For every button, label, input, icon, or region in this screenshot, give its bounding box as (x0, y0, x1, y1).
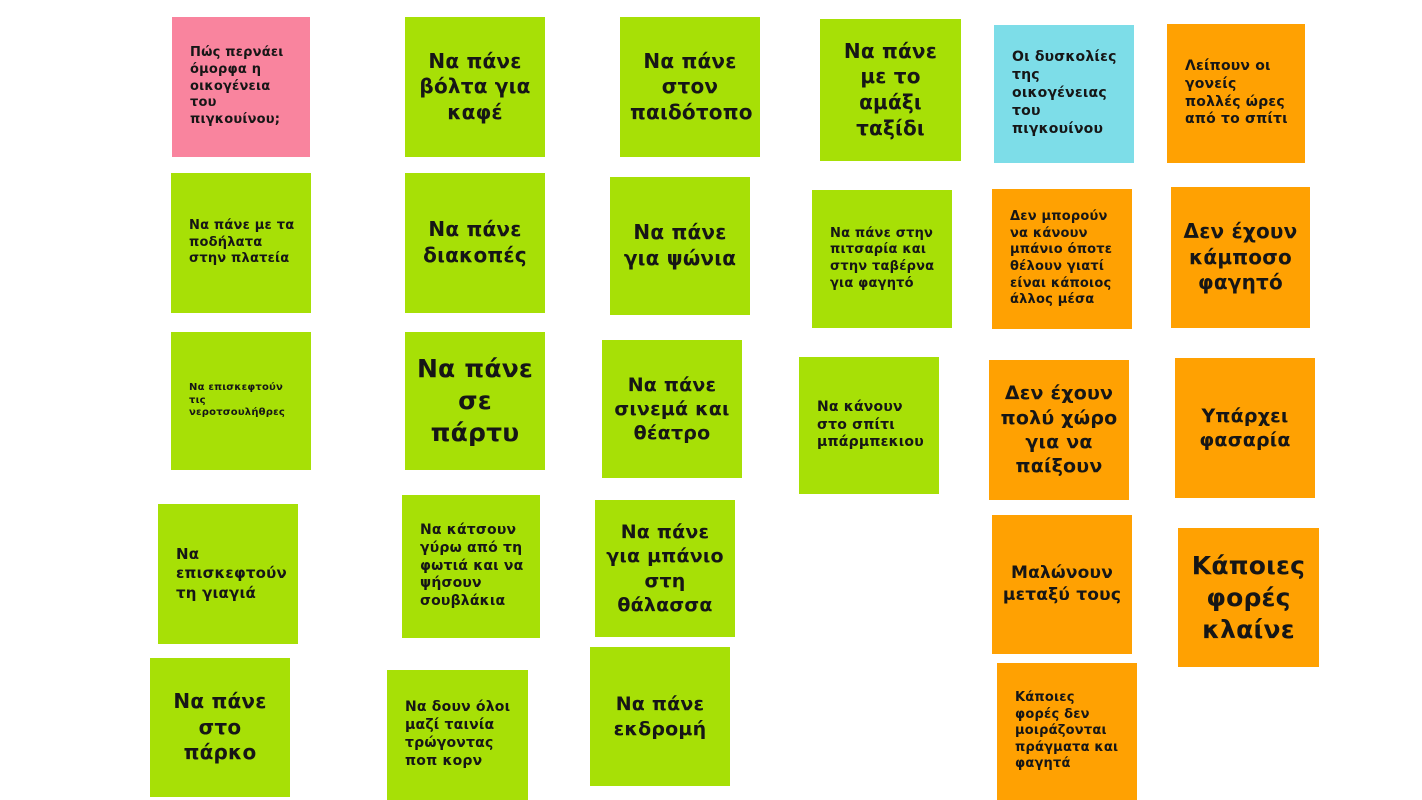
note-text: Να επισκεφτούν τις νεροτσουλήθρες (189, 381, 285, 419)
note-text: Να πάνε με το αμάξι ταξίδι (843, 38, 938, 140)
note-text: Οι δυσκολίες της οικογένειας του πιγκουί… (1012, 49, 1117, 137)
sticky-note-coffee-walk[interactable]: Να πάνε βόλτα για καφέ (405, 17, 545, 157)
note-text: Λείπουν οι γονείς πολλές ώρες από το σπί… (1185, 57, 1288, 128)
note-text: Να κάνουν στο σπίτι μπάρμπεκιου (817, 398, 924, 451)
sticky-note-pizzeria-tavern[interactable]: Να πάνε στην πιτσαρία και στην ταβέρνα γ… (812, 190, 952, 328)
note-text: Υπάρχει φασαρία (1199, 404, 1291, 451)
note-text: Να πάνε για ψώνια (623, 220, 737, 270)
note-text: Να πάνε εκδρομή (613, 693, 707, 740)
sticky-note-visit-grandma[interactable]: Να επισκεφτούν τη γιαγιά (158, 504, 298, 644)
sticky-note-little-food[interactable]: Δεν έχουν κάμποσο φαγητό (1171, 187, 1310, 328)
note-text: Να επισκεφτούν τη γιαγιά (176, 545, 287, 602)
note-text: Να κάτσουν γύρω από τη φωτιά και να ψήσο… (420, 521, 524, 610)
note-text: Να πάνε με τα ποδήλατα στην πλατεία (189, 218, 295, 267)
sticky-note-party[interactable]: Να πάνε σε πάρτυ (405, 332, 545, 470)
sticky-note-sea-swim[interactable]: Να πάνε για μπάνιο στη θάλασσα (595, 500, 735, 637)
note-text: Μαλώνουν μεταξύ τους (1002, 562, 1122, 605)
sticky-note-question-family-fun[interactable]: Πώς περνάει όμορφα η οικογένεια του πιγκ… (172, 17, 310, 157)
note-text: Κάποιες φορές κλαίνε (1191, 550, 1306, 644)
sticky-note-fire-souvlaki[interactable]: Να κάτσουν γύρω από τη φωτιά και να ψήσο… (402, 495, 540, 638)
note-text: Κάποιες φορές δεν μοιράζονται πράγματα κ… (1015, 689, 1119, 772)
note-text: Να δουν όλοι μαζί ταινία τρώγοντας ποπ κ… (405, 699, 511, 769)
sticky-note-parents-away[interactable]: Λείπουν οι γονείς πολλές ώρες από το σπί… (1167, 24, 1305, 163)
note-text: Δεν μπορούν να κάνουν μπάνιο όποτε θέλου… (1010, 209, 1113, 308)
sticky-note-waterslides[interactable]: Να επισκεφτούν τις νεροτσουλήθρες (171, 332, 311, 470)
note-text: Να πάνε στον παιδότοπο (630, 48, 753, 124)
sticky-note-not-sharing[interactable]: Κάποιες φορές δεν μοιράζονται πράγματα κ… (997, 663, 1137, 800)
sticky-note-sometimes-cry[interactable]: Κάποιες φορές κλαίνε (1178, 528, 1319, 667)
note-text: Να πάνε διακοπές (423, 217, 527, 267)
note-text: Να πάνε στο πάρκο (173, 689, 267, 765)
note-text: Να πάνε βόλτα για καφέ (419, 48, 531, 124)
sticky-note-movie-popcorn[interactable]: Να δουν όλοι μαζί ταινία τρώγοντας ποπ κ… (387, 670, 528, 800)
sticky-note-car-trip[interactable]: Να πάνε με το αμάξι ταξίδι (820, 19, 961, 161)
sticky-note-vacations[interactable]: Να πάνε διακοπές (405, 173, 545, 313)
sticky-note-playground[interactable]: Να πάνε στον παιδότοπο (620, 17, 760, 157)
sticky-note-go-park[interactable]: Να πάνε στο πάρκο (150, 658, 290, 797)
note-text: Να πάνε σε πάρτυ (416, 354, 534, 447)
sticky-note-noise[interactable]: Υπάρχει φασαρία (1175, 358, 1315, 498)
sticky-note-quarrel[interactable]: Μαλώνουν μεταξύ τους (992, 515, 1132, 654)
note-text: Δεν έχουν κάμποσο φαγητό (1183, 219, 1298, 295)
sticky-note-excursion[interactable]: Να πάνε εκδρομή (590, 647, 730, 786)
sticky-note-bathroom-occupied[interactable]: Δεν μπορούν να κάνουν μπάνιο όποτε θέλου… (992, 189, 1132, 329)
sticky-note-home-barbecue[interactable]: Να κάνουν στο σπίτι μπάρμπεκιου (799, 357, 939, 494)
sticky-note-shopping[interactable]: Να πάνε για ψώνια (610, 177, 750, 315)
note-text: Πώς περνάει όμορφα η οικογένεια του πιγκ… (190, 45, 284, 127)
sticky-note-question-difficulties[interactable]: Οι δυσκολίες της οικογένειας του πιγκουί… (994, 25, 1134, 163)
sticky-note-cinema-theatre[interactable]: Να πάνε σινεμά και θέατρο (602, 340, 742, 478)
note-text: Να πάνε για μπάνιο στη θάλασσα (606, 520, 724, 616)
sticky-note-no-space-play[interactable]: Δεν έχουν πολύ χώρο για να παίξουν (989, 360, 1129, 500)
note-text: Να πάνε στην πιτσαρία και στην ταβέρνα γ… (830, 225, 935, 291)
sticky-note-bikes-square[interactable]: Να πάνε με τα ποδήλατα στην πλατεία (171, 173, 311, 313)
note-text: Να πάνε σινεμά και θέατρο (614, 373, 730, 445)
note-text: Δεν έχουν πολύ χώρο για να παίξουν (1000, 382, 1118, 478)
